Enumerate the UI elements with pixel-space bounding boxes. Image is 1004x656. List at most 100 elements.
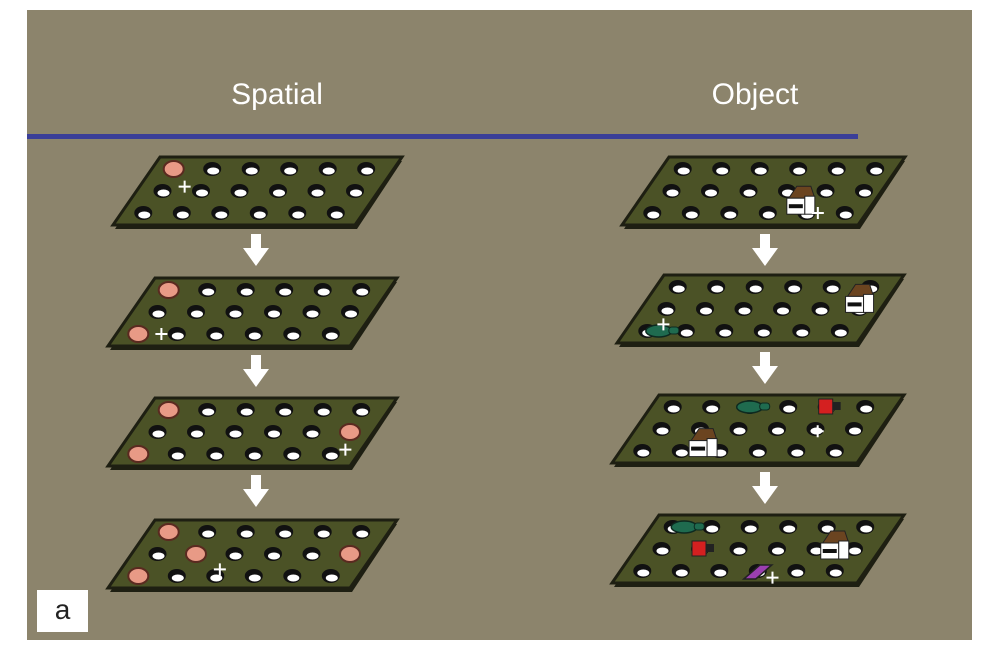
hole-highlight [754, 167, 767, 175]
bowl-handle [759, 402, 771, 411]
object-board-2 [614, 273, 907, 347]
spatial-disc [339, 423, 361, 441]
hole-highlight [292, 211, 305, 219]
panel-label: a [37, 590, 88, 632]
hole-highlight [171, 574, 184, 582]
hole-highlight [738, 307, 751, 315]
hole-highlight [700, 307, 712, 315]
hole-highlight [762, 211, 775, 219]
hole-highlight [793, 167, 806, 175]
spatial-disc [127, 567, 150, 585]
hole-highlight [234, 189, 247, 197]
cup-handle [832, 402, 841, 410]
bowl-icon [645, 324, 673, 338]
spatial-disc [157, 281, 180, 299]
spatial-title: Spatial [231, 78, 323, 111]
hole-highlight [637, 449, 650, 457]
house-side [804, 195, 816, 215]
cup-icon [691, 540, 707, 557]
hole-highlight [350, 189, 362, 197]
hole-highlight [268, 552, 280, 560]
hole-highlight [210, 332, 223, 340]
hole-highlight [325, 452, 338, 460]
hole-highlight [810, 547, 823, 555]
hole-highlight [661, 307, 674, 315]
spatial-board-4 [105, 518, 400, 592]
cup-icon [818, 398, 834, 415]
object-board-1 [619, 155, 908, 229]
hole-highlight [279, 408, 292, 416]
hole-highlight [287, 332, 300, 340]
hole-highlight [834, 329, 847, 337]
hole-highlight [791, 569, 804, 577]
hole-highlight [325, 332, 338, 340]
hole-highlight [680, 329, 693, 337]
hole-highlight [248, 332, 261, 340]
hole-highlight [311, 189, 324, 197]
hole-highlight [672, 285, 685, 293]
hole-highlight [831, 167, 844, 175]
hole-highlight [356, 408, 369, 416]
hole-highlight [685, 211, 698, 219]
hole-highlight [306, 552, 319, 560]
hole-highlight [826, 285, 839, 293]
house-icon [845, 283, 875, 313]
hole-highlight [317, 408, 330, 416]
fixation-cross-icon [339, 443, 352, 456]
house-icon [786, 185, 816, 215]
spatial-disc [157, 401, 180, 419]
object-board-4 [609, 513, 907, 587]
hole-highlight [829, 569, 842, 577]
hole-highlight [677, 167, 690, 175]
hole-highlight [724, 211, 737, 219]
hole-highlight [248, 574, 261, 582]
down-arrow-icon [243, 234, 269, 266]
house-side [838, 540, 850, 560]
hole-highlight [783, 405, 796, 413]
hole-highlight [706, 405, 719, 413]
hole-highlight [306, 310, 319, 318]
hole-highlight [345, 310, 357, 318]
spatial-disc [127, 445, 150, 463]
hole-highlight [317, 288, 330, 296]
hole-highlight [656, 547, 669, 555]
hole-highlight [191, 310, 203, 318]
hole-highlight [240, 408, 253, 416]
hole-highlight [666, 189, 679, 197]
fixation-cross-icon [766, 571, 779, 584]
hole-highlight [202, 530, 215, 538]
hole-highlight [791, 449, 804, 457]
hole-highlight [229, 310, 242, 318]
hole-highlight [675, 449, 688, 457]
house-side [863, 293, 875, 313]
hole-highlight [317, 530, 330, 538]
hole-highlight [202, 408, 215, 416]
hole-highlight [733, 547, 746, 555]
fixation-cross-icon [155, 328, 168, 340]
hole-highlight [356, 288, 369, 296]
hole-highlight [202, 288, 215, 296]
house-window [847, 302, 862, 307]
hole-highlight [796, 329, 809, 337]
hole-highlight [210, 452, 223, 460]
hole-highlight [330, 211, 343, 219]
hole-highlight [253, 211, 266, 219]
hole-highlight [870, 167, 883, 175]
house-window [822, 549, 837, 553]
hole-highlight [772, 547, 784, 555]
hole-highlight [240, 530, 253, 538]
house-icon [688, 428, 718, 458]
hole-highlight [248, 452, 261, 460]
hole-highlight [749, 285, 762, 293]
hole-highlight [287, 574, 300, 582]
hole-highlight [859, 189, 871, 197]
bowl-handle [668, 326, 680, 335]
hole-highlight [229, 552, 242, 560]
spatial-disc [185, 545, 207, 563]
hole-highlight [210, 574, 223, 582]
header-divider [27, 134, 858, 139]
hole-highlight [783, 525, 796, 533]
object-board-3 [609, 393, 907, 467]
hole-highlight [656, 427, 669, 435]
